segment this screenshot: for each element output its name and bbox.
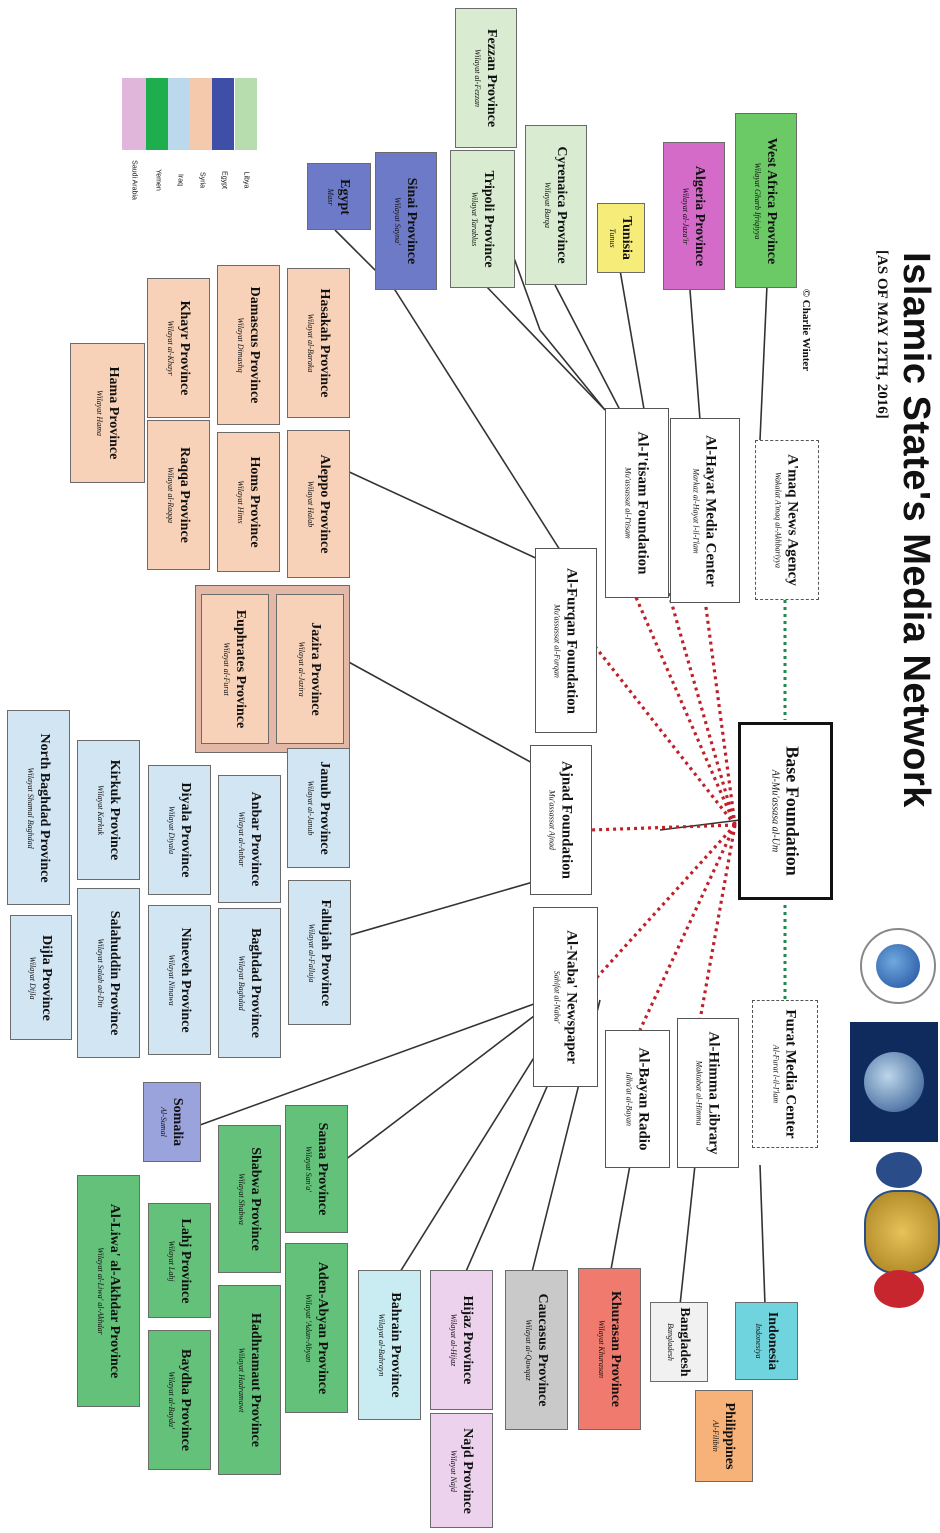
globe-logo bbox=[850, 1022, 938, 1142]
marine-emblem-icon bbox=[874, 1270, 924, 1308]
legend-label-egypt: Egypt bbox=[220, 171, 228, 189]
onr-logo bbox=[860, 1150, 940, 1310]
legend-label-yemen: Yemen bbox=[154, 169, 162, 191]
legend-label-iraq: Iraq bbox=[176, 173, 184, 187]
legend-swatch-iraq bbox=[168, 78, 190, 150]
diagram-title: Islamic State's Media Network [AS OF MAY… bbox=[870, 250, 940, 810]
legend-swatch-libya bbox=[235, 78, 257, 150]
anchor-icon bbox=[876, 1152, 922, 1188]
subtitle-text: [AS OF MAY 12TH, 2016] bbox=[874, 250, 890, 419]
legend-label-libya: Libya bbox=[242, 171, 250, 189]
legend-swatch-yemen bbox=[146, 78, 168, 150]
legend-label-saudi-arabia: Saudi Arabia bbox=[130, 160, 138, 200]
legend-swatch-syria bbox=[190, 78, 212, 150]
globe-icon bbox=[864, 1052, 924, 1112]
seal-logo-1 bbox=[860, 928, 936, 1004]
onr-shield-icon bbox=[864, 1190, 940, 1274]
legend-swatch-saudi-arabia bbox=[122, 78, 146, 150]
wave-icon bbox=[876, 944, 920, 988]
title-text: Islamic State's Media Network bbox=[895, 252, 937, 808]
credit: © Charlie Winter bbox=[800, 288, 812, 372]
legend-label-syria: Syria bbox=[198, 172, 206, 188]
legend-swatch-egypt bbox=[212, 78, 234, 150]
